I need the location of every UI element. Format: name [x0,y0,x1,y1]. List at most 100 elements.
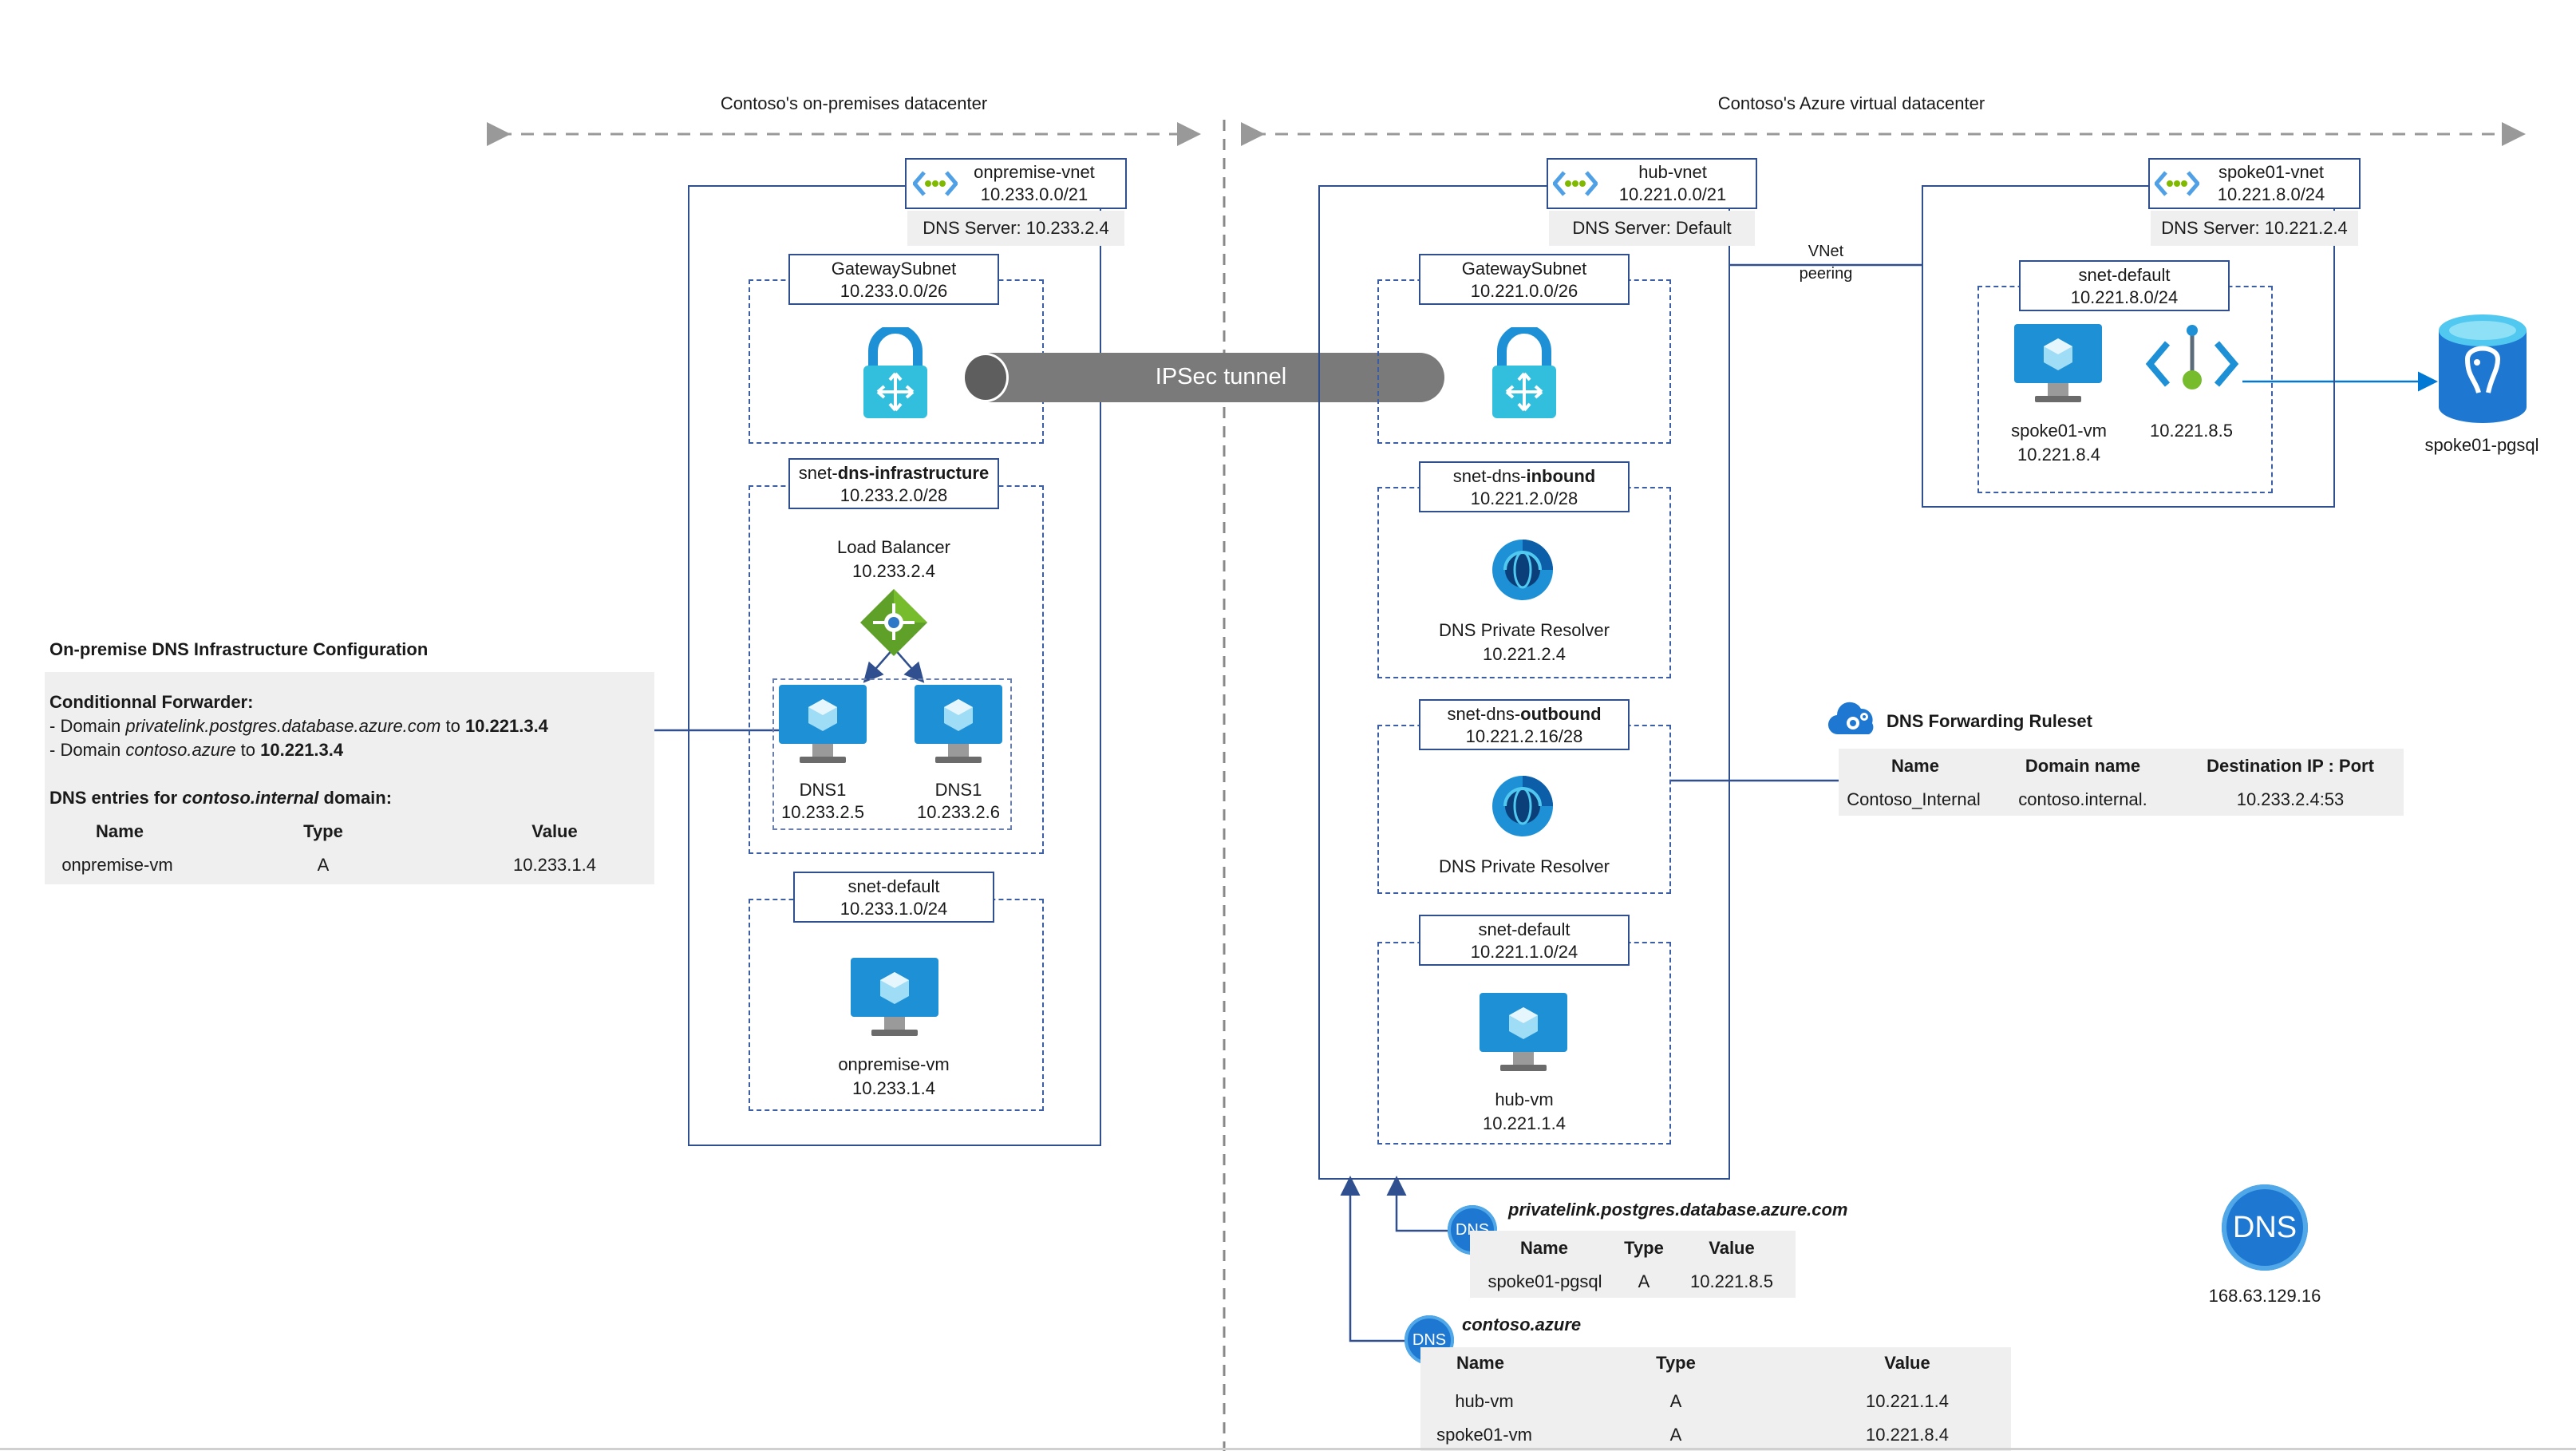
onprem-gateway-subnet-name: GatewaySubnet [831,259,957,279]
lb-label: Load Balancer [837,537,950,557]
onprem-vm-icon[interactable] [851,958,938,1041]
peering-label-line2: peering [1799,265,1853,283]
privatelink-row-type: A [1638,1271,1650,1291]
lb-to-dns1b-arrow [893,647,925,683]
postgresql-icon[interactable] [2436,313,2530,425]
privatelink-row-value: 10.221.8.5 [1690,1271,1773,1291]
onprem-table-header-name: Name [96,821,144,841]
spoke-vm-label: spoke01-vm [2011,421,2107,441]
azure-dns-icon[interactable]: DNS [2222,1184,2308,1271]
onprem-vpn-gateway-icon[interactable] [860,327,930,421]
spoke-vnet-label[interactable]: spoke01-vnet 10.221.8.0/24 [2148,158,2361,209]
hub-vm-ip: 10.221.1.4 [1483,1113,1566,1133]
hub-gateway-subnet-name: GatewaySubnet [1461,259,1587,279]
onprem-dns-infra-label: snet-dns-infrastructure 10.233.2.0/28 [788,458,999,509]
onprem-vnet-name: onpremise-vnet [974,162,1095,182]
dns1a-label: DNS1 [799,780,847,800]
dns-entries-title: DNS entries for contoso.internal domain: [49,787,392,809]
privatelink-zone-link [1386,1176,1448,1232]
privatelink-zone-table [1470,1231,1796,1298]
bottom-border [0,1448,2576,1450]
fw1-to: to [441,716,465,736]
fw2-to: to [235,740,261,760]
entries-prefix: DNS entries for [49,788,183,808]
spoke-dns-server: DNS Server: 10.221.2.4 [2151,211,2358,246]
vnet-icon [1553,171,1598,196]
hub-vnet-label[interactable]: hub-vnet 10.221.0.0/21 [1547,158,1757,209]
inbound-resolver-icon[interactable] [1489,536,1556,603]
spoke-default-subnet-name: snet-default [2078,265,2171,285]
hub-vm-icon[interactable] [1480,993,1567,1076]
inbound-resolver-label: DNS Private Resolver [1439,620,1610,640]
lb-to-dns1a-arrow [863,647,895,683]
outbound-name-bold: outbound [1520,704,1602,724]
fw2-prefix: - Domain [49,740,126,760]
hub-vpn-gateway-icon[interactable] [1489,327,1559,421]
inbound-name-bold: inbound [1526,466,1596,486]
ruleset-title: DNS Forwarding Ruleset [1887,711,2092,731]
dns1a-ip: 10.233.2.5 [781,802,864,822]
contoso-header-name: Name [1456,1353,1504,1373]
entries-suffix: domain: [318,788,393,808]
contoso-header-value: Value [1884,1353,1930,1373]
contoso-row1-name: hub-vm [1455,1391,1514,1411]
dns-infra-name-bold: dns-infrastructure [837,463,990,483]
onprem-gateway-subnet-cidr: 10.233.0.0/26 [840,281,948,301]
hub-dns-server: DNS Server: Default [1549,211,1755,246]
onprem-region-title: Contoso's on-premises datacenter [720,93,988,113]
privatelink-header-type: Type [1624,1238,1664,1258]
privatelink-header-value: Value [1709,1238,1755,1258]
hub-gateway-subnet-cidr: 10.221.0.0/26 [1470,281,1578,301]
vnet-icon [2155,171,2199,196]
hub-vnet-box[interactable] [1318,185,1730,1180]
ipsec-tunnel-label: IPSec tunnel [1155,364,1287,389]
onprem-table-row-type: A [317,855,330,875]
ruleset-row-dest: 10.233.2.4:53 [2236,789,2345,809]
onprem-default-subnet-name: snet-default [847,876,940,896]
onprem-table-header-type: Type [303,821,343,841]
dns1b-ip: 10.233.2.6 [917,802,1000,822]
dns1b-vm-icon[interactable] [915,685,1002,768]
fw1-ip: 10.221.3.4 [464,716,548,736]
azure-dns-ip: 168.63.129.16 [2208,1286,2321,1306]
contoso-row2-name: spoke01-vm [1436,1425,1532,1445]
contoso-zone-table [1420,1347,2011,1451]
privatelink-row-name: spoke01-pgsql [1488,1271,1602,1291]
outbound-name-prefix: snet-dns- [1447,704,1521,724]
spoke-vnet-cidr: 10.221.8.0/24 [2217,184,2325,204]
outbound-cidr: 10.221.2.16/28 [1465,726,1583,746]
hub-default-subnet-label: snet-default 10.221.1.0/24 [1419,915,1630,966]
onprem-gateway-subnet-label: GatewaySubnet 10.233.0.0/26 [788,254,999,305]
dns1a-vm-icon[interactable] [779,685,867,768]
private-endpoint-icon[interactable] [2143,322,2241,402]
spoke-vm-ip: 10.221.8.4 [2017,445,2100,465]
onprem-default-subnet-cidr: 10.233.1.0/24 [840,899,948,919]
entries-domain: contoso.internal [182,788,319,808]
forwarder-rule-1: - Domain privatelink.postgres.database.a… [49,715,548,737]
onprem-table-row-name: onpremise-vm [61,855,173,875]
hub-default-subnet-name: snet-default [1478,919,1570,939]
outbound-resolver-icon[interactable] [1489,773,1556,840]
onprem-table-row-value: 10.233.1.4 [513,855,596,875]
fw1-domain: privatelink.postgres.database.azure.com [125,716,441,736]
onprem-config-title: On-premise DNS Infrastructure Configurat… [49,639,429,659]
inbound-resolver-ip: 10.221.2.4 [1483,644,1566,664]
ipsec-tunnel[interactable] [967,353,1444,402]
onprem-vnet-label[interactable]: onpremise-vnet 10.233.0.0/21 [905,158,1127,209]
spoke-vm-icon[interactable] [2014,324,2102,407]
contoso-row1-value: 10.221.1.4 [1866,1391,1949,1411]
ruleset-cloud-icon [1827,702,1874,735]
dns1b-label: DNS1 [934,780,982,800]
load-balancer-icon[interactable] [859,587,929,658]
forwarder-title: Conditionnal Forwarder: [49,692,254,712]
peering-label-line1: VNet [1808,243,1844,260]
spoke-default-subnet-cidr: 10.221.8.0/24 [2070,287,2179,307]
contoso-row2-value: 10.221.8.4 [1866,1425,1949,1445]
contoso-zone-link [1340,1176,1405,1342]
pgsql-label: spoke01-pgsql [2424,435,2539,455]
spoke-vnet-box[interactable] [1922,185,2335,508]
fw1-prefix: - Domain [49,716,126,736]
onprem-vnet-box[interactable] [688,185,1101,1146]
dns-infra-cidr: 10.233.2.0/28 [840,485,948,505]
